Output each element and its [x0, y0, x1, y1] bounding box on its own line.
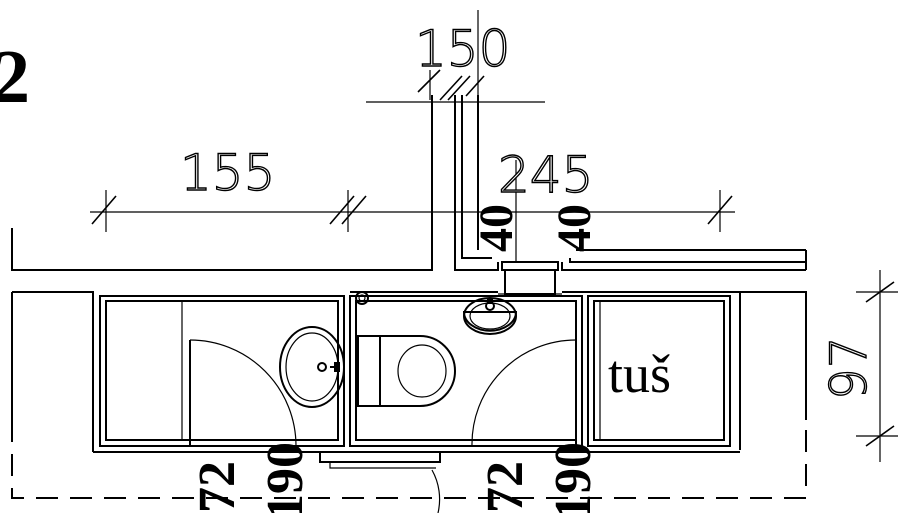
- door-room1: [189, 339, 297, 447]
- dim-155-245: 155 245: [90, 143, 735, 262]
- dim-label-72-right: 72: [477, 461, 534, 513]
- drain-pipe: [355, 291, 369, 305]
- dim-label-190-right: 190: [545, 442, 602, 513]
- dashed-boundary: [11, 420, 807, 499]
- lower-walls: [11, 291, 807, 469]
- toilet-fixture: [357, 335, 456, 407]
- sheet-number: 2: [0, 35, 30, 119]
- dim-label-40-right: 40: [548, 204, 601, 252]
- upper-walls: [11, 95, 807, 271]
- dim-label-245: 245: [498, 146, 593, 204]
- dim-right-97: 97: [819, 270, 898, 462]
- dim-top-150: 150: [366, 10, 545, 103]
- door-bottom: [431, 469, 441, 513]
- dim-label-190-left: 190: [257, 442, 314, 513]
- room-label-shower: tuš: [608, 344, 671, 404]
- upper-doorway: [498, 261, 562, 295]
- dim-label-150: 150: [415, 20, 510, 78]
- door-room2: [471, 339, 577, 447]
- washbasin-left: [279, 326, 345, 408]
- dim-label-97: 97: [820, 336, 878, 400]
- dim-label-72-left: 72: [189, 461, 246, 513]
- dim-label-155: 155: [180, 144, 275, 202]
- dim-label-40-left: 40: [470, 204, 523, 252]
- washbasin-middle: [462, 297, 518, 335]
